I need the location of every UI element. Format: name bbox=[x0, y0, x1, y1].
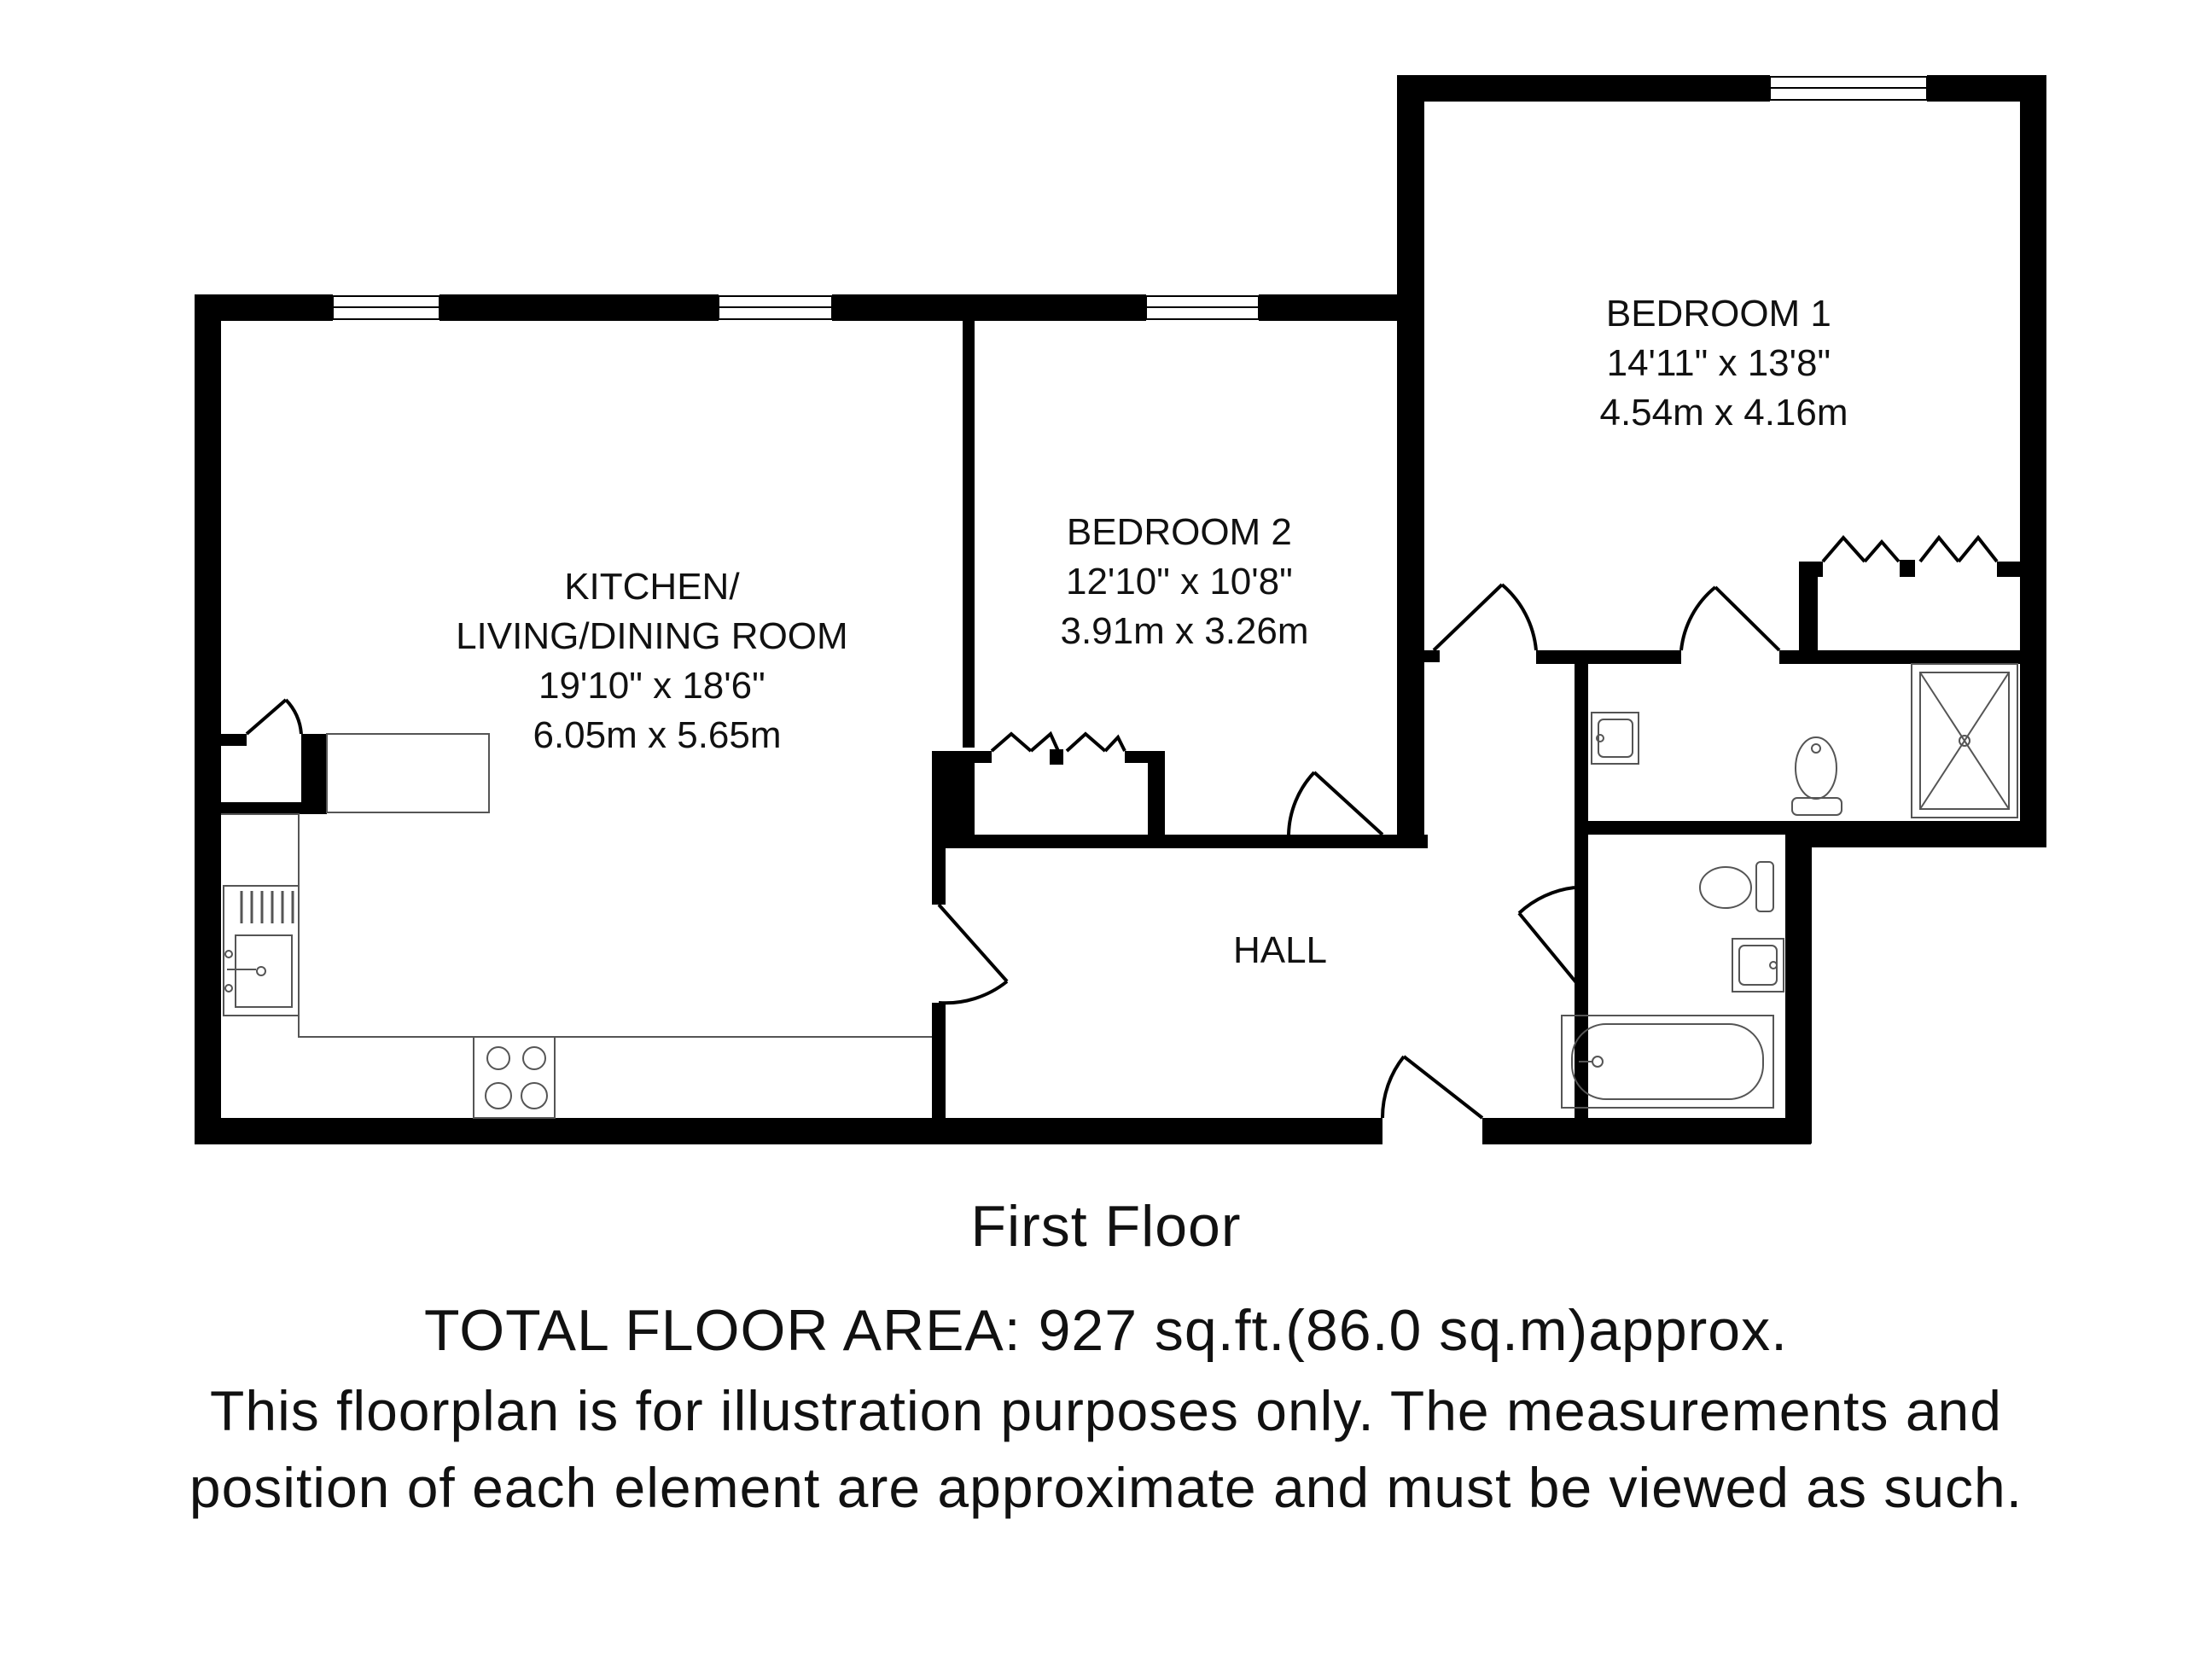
room-label-bedroom2: BEDROOM 2 12'10" x 10'8" 3.91m x 3.26m bbox=[1060, 511, 1308, 652]
wardrobe-doors bbox=[990, 534, 1999, 765]
bath bbox=[1561, 1015, 1774, 1109]
room-label-bedroom1: BEDROOM 1 14'11" x 13'8" 4.54m x 4.16m bbox=[1599, 293, 1848, 434]
room-label-hall: HALL bbox=[1233, 929, 1327, 971]
kitchen-island bbox=[326, 733, 490, 813]
entrance-door bbox=[1380, 1055, 1484, 1120]
room-labels: KITCHEN/ LIVING/DINING ROOM 19'10" x 18'… bbox=[456, 293, 1848, 971]
bathroom-basin bbox=[1732, 938, 1784, 992]
windows bbox=[332, 76, 1928, 320]
cupboard-door bbox=[245, 698, 303, 736]
shower-tray bbox=[1911, 663, 2018, 818]
fixtures bbox=[221, 663, 2018, 1119]
kitchen-hob bbox=[473, 1036, 556, 1119]
doors bbox=[245, 583, 1781, 1120]
bathroom-toilet bbox=[1699, 861, 1774, 912]
kitchen-sink bbox=[223, 885, 300, 1016]
bedroom2-door bbox=[1287, 771, 1384, 836]
floor-title: First Floor bbox=[970, 1194, 1242, 1259]
floor-plan: KITCHEN/ LIVING/DINING ROOM 19'10" x 18'… bbox=[195, 75, 2046, 1144]
ensuite-basin bbox=[1591, 712, 1639, 765]
room-label-kitchen: KITCHEN/ LIVING/DINING ROOM 19'10" x 18'… bbox=[456, 566, 859, 756]
disclaimer-text: This floorplan is for illustration purpo… bbox=[189, 1379, 2023, 1519]
walls bbox=[195, 75, 2046, 1144]
bathroom-door bbox=[1517, 886, 1580, 987]
kitchen-door bbox=[937, 903, 1009, 1005]
bedroom1-door-a bbox=[1432, 583, 1538, 652]
ensuite-toilet bbox=[1791, 736, 1842, 816]
bedroom1-door-b bbox=[1679, 585, 1781, 652]
total-floor-area: TOTAL FLOOR AREA: 927 sq.ft.(86.0 sq.m)a… bbox=[423, 1298, 1788, 1363]
